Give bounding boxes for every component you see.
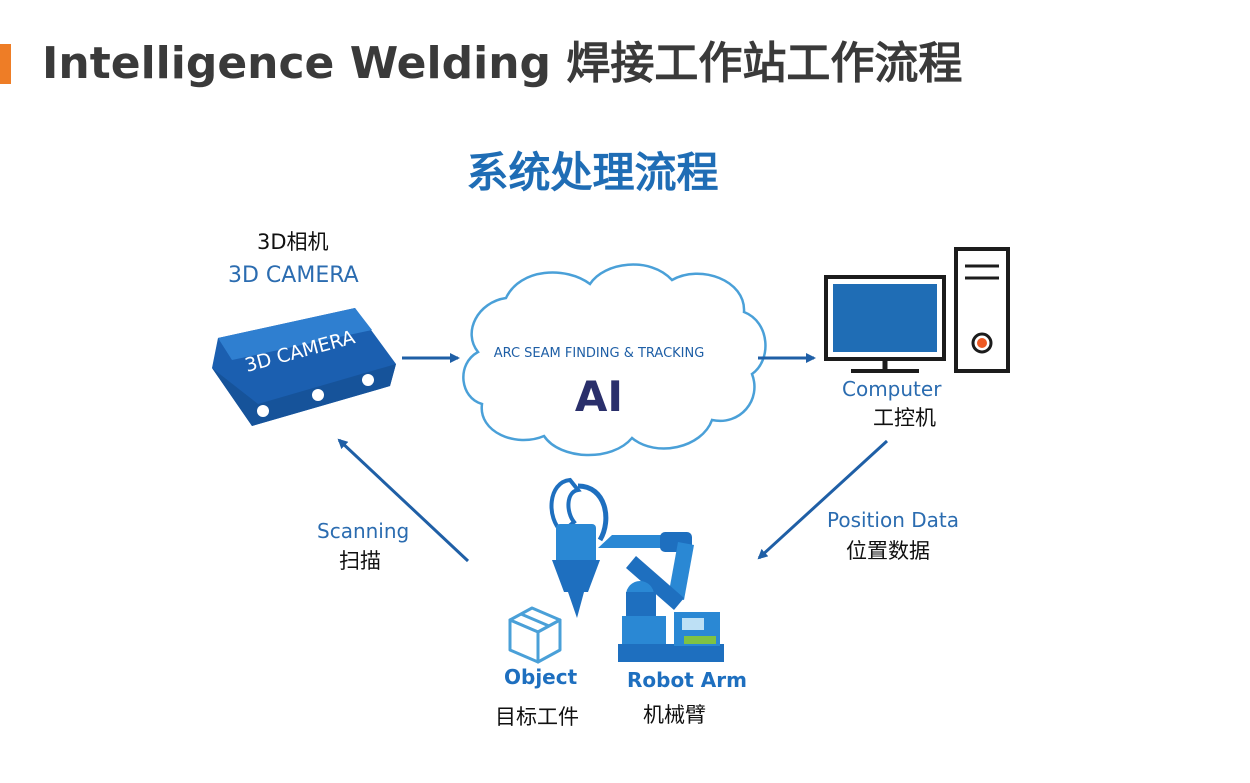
position-data-label-zh: 位置数据 bbox=[846, 539, 930, 563]
robot-arm-label-zh: 机械臂 bbox=[643, 703, 706, 727]
ai-label: AI bbox=[574, 372, 624, 421]
camera-label-en: 3D CAMERA bbox=[228, 263, 359, 288]
page-title: Intelligence Welding 焊接工作站工作流程 bbox=[42, 38, 963, 89]
robot-arm-label-en: Robot Arm bbox=[627, 668, 747, 692]
arrow-object-to-camera bbox=[337, 438, 470, 563]
diagram-title: 系统处理流程 bbox=[466, 148, 719, 197]
scanning-label-zh: 扫描 bbox=[339, 549, 381, 573]
computer-label-zh: 工控机 bbox=[873, 406, 936, 430]
object-box-icon bbox=[508, 606, 562, 664]
computer-tower-icon bbox=[954, 247, 1010, 373]
camera-label-zh: 3D相机 bbox=[257, 230, 329, 254]
cloud-icon bbox=[462, 263, 767, 457]
title-accent-bar bbox=[0, 44, 11, 84]
position-data-label-en: Position Data bbox=[827, 508, 959, 532]
object-label-zh: 目标工件 bbox=[495, 705, 579, 729]
arrow-computer-to-robot bbox=[757, 439, 889, 560]
robot-arm-icon bbox=[549, 477, 724, 662]
cloud-caption: ARC SEAM FINDING & TRACKING bbox=[493, 346, 705, 361]
computer-label-en: Computer bbox=[842, 377, 942, 401]
object-label-en: Object bbox=[504, 665, 578, 689]
camera-icon: 3D CAMERA bbox=[212, 308, 396, 426]
computer-monitor-icon bbox=[824, 275, 946, 373]
scanning-label-en: Scanning bbox=[317, 519, 410, 543]
